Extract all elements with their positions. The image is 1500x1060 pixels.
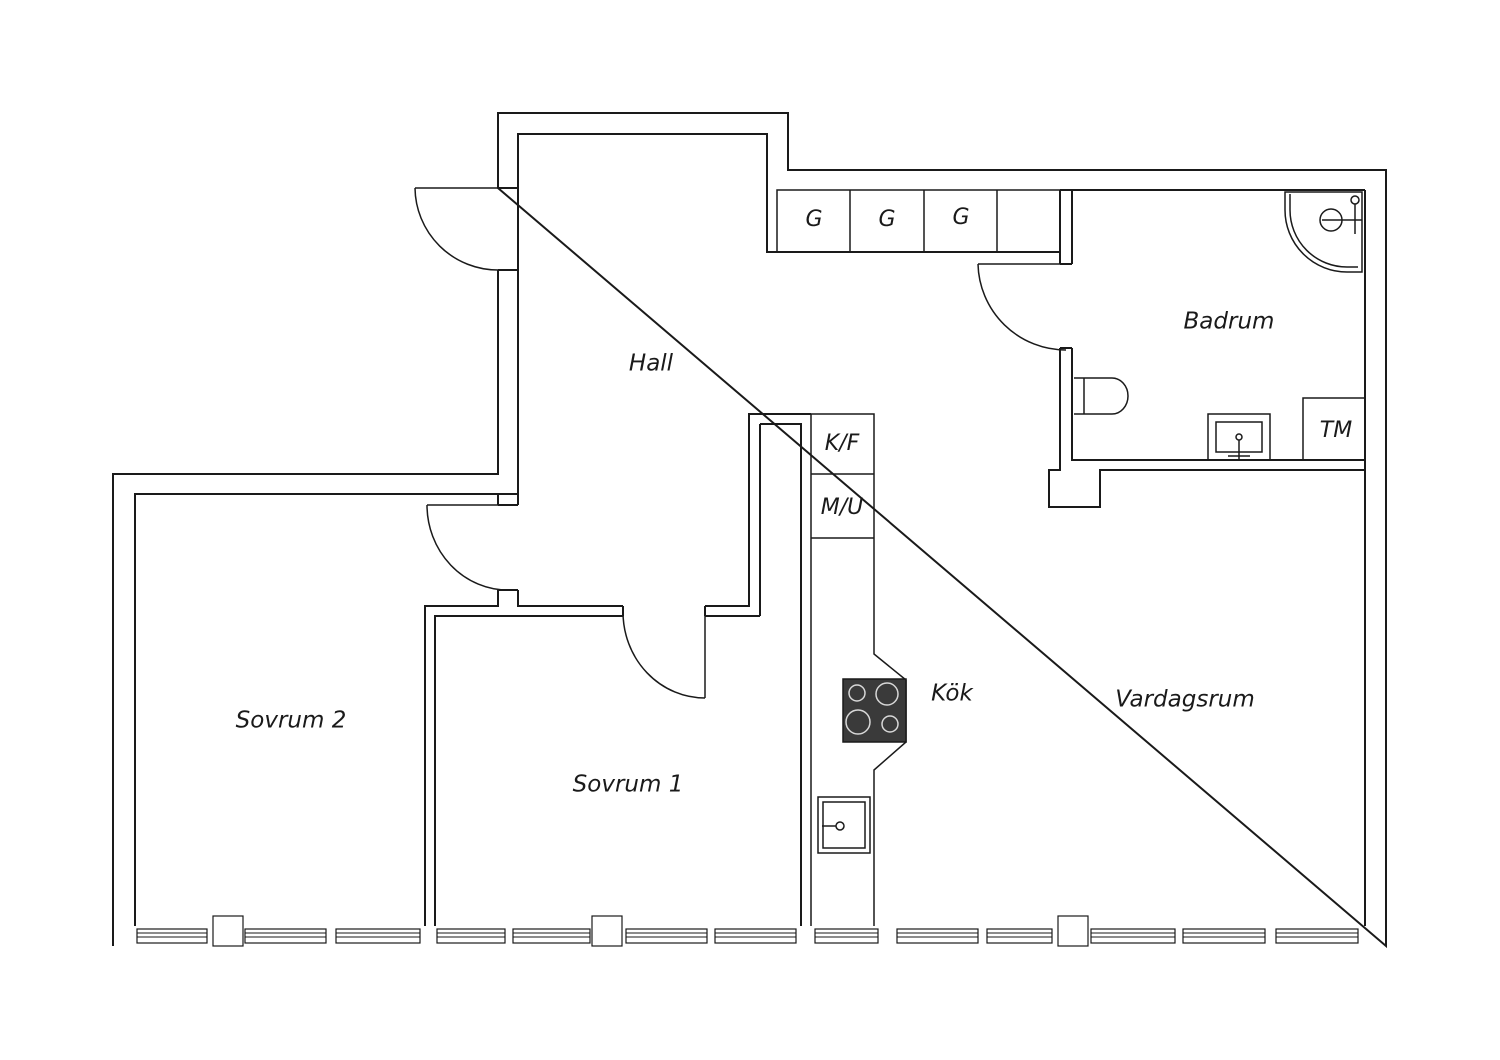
toilet-icon — [1074, 377, 1129, 415]
window-pane — [436, 928, 506, 944]
window-pane — [335, 928, 421, 944]
kitchen-sink-basin — [822, 801, 866, 849]
kitchen-sink-drain — [835, 821, 845, 831]
window-pane — [244, 928, 327, 944]
sovrum1-door-arc — [622, 611, 706, 699]
room-label-sovrum2: Sovrum 2 — [236, 708, 347, 734]
window-pane — [625, 928, 708, 944]
room-label-kok: Kök — [931, 681, 974, 707]
stove-burner-4 — [881, 715, 899, 733]
sovrum2-door-arc — [426, 504, 509, 591]
room-label-sovrum1: Sovrum 1 — [573, 772, 684, 798]
window-pane — [986, 928, 1053, 944]
window-pane — [714, 928, 797, 944]
window-pane — [1275, 928, 1359, 944]
room-label-vardagsrum: Vardagsrum — [1115, 687, 1255, 713]
washing-machine-box — [1302, 397, 1366, 461]
stove-burner-1 — [848, 684, 866, 702]
stove-burner-3 — [845, 709, 871, 735]
washing-machine-label: TM — [1320, 418, 1352, 443]
window-row — [136, 928, 1359, 944]
wall-pillar-1 — [212, 915, 244, 947]
sovrum1-wall — [434, 615, 760, 926]
wardrobe-label-2: G — [878, 207, 895, 232]
kitchen-counter — [811, 413, 907, 926]
window-pane — [1090, 928, 1176, 944]
window-pane — [814, 928, 879, 944]
room-label-badrum: Badrum — [1184, 309, 1275, 335]
shower-outline — [1284, 191, 1363, 273]
window-pane — [1182, 928, 1266, 944]
window-pane — [896, 928, 979, 944]
entry-door-arc — [414, 187, 499, 271]
bathroom-wall-left — [1048, 190, 1365, 508]
shower-inner — [1289, 194, 1358, 268]
bathroom-door-arc — [977, 263, 1067, 351]
kitchen-wall-left — [760, 423, 802, 926]
kitchen-sink-icon — [817, 796, 871, 854]
bath-sink-drain — [1235, 433, 1243, 441]
window-pane — [512, 928, 591, 944]
wardrobe-label-3: G — [952, 205, 969, 230]
shower-head-icon — [1350, 195, 1360, 205]
outer-wall-outer — [112, 112, 1387, 949]
dishwasher-label: M/U — [821, 495, 864, 520]
sovrum2-wall-right — [424, 590, 499, 926]
stove-burner-2 — [875, 682, 899, 706]
wall-pillar-3 — [1057, 915, 1089, 947]
outer-wall-inner — [134, 413, 811, 926]
wardrobe-label-1: G — [805, 207, 822, 232]
room-label-hall: Hall — [629, 351, 674, 377]
wall-pillar-2 — [591, 915, 623, 947]
fridge-freezer-label: K/F — [825, 431, 860, 456]
window-pane — [136, 928, 208, 944]
